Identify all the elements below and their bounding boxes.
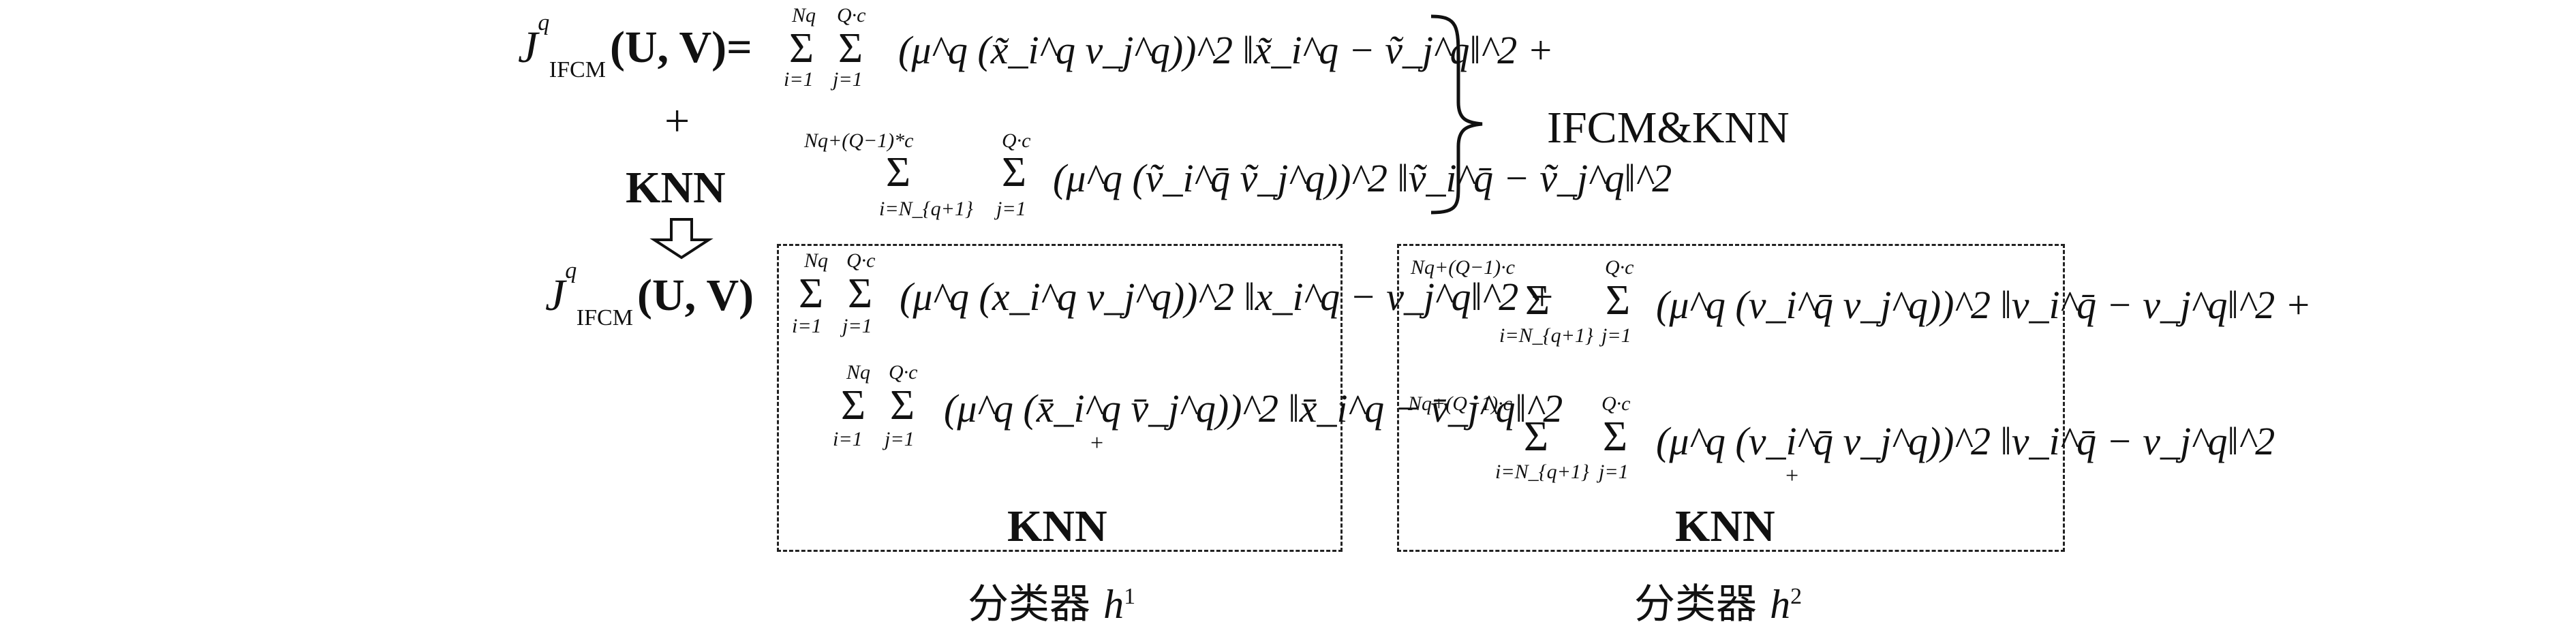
h2-sum1-lower: i=N_{q+1} [1499,324,1593,347]
h1-term1: (μ^q (x_i^q v_j^q))^2 ‖x_i^q − v_j^q‖^2 … [900,275,1555,319]
h1-sum1-lower: i=1 [792,315,822,337]
h1-sum4-sigma: Σ [890,382,915,429]
curly-brace-icon [1430,14,1483,215]
top-sum4-lower: j=1 [996,198,1026,220]
h2-sum3-sigma: Σ [1524,414,1549,460]
h2-term1: (μ^q (v_i^q̄ v_j^q))^2 ‖v_i^q̄ − v_j^q‖^… [1656,283,2312,327]
left-knn-label: KNN [626,163,726,213]
h2-sum1-upper: Nq+(Q−1)·c [1411,256,1515,279]
h2-sum3-lower: i=N_{q+1} [1495,461,1589,483]
top-j-symbol: J q IFCM [518,10,606,82]
h1-sum2-upper: Q·c [846,249,876,272]
h2-sum3-upper: Nq+(Q−1)·c [1408,392,1512,415]
top-term2: (μ^q (ṽ_i^q̄ ṽ_j^q))^2 ‖ṽ_i^q̄ − ṽ_j^q‖^… [1053,156,1672,200]
h2-sum4-lower: j=1 [1599,461,1629,483]
h1-sum1-sigma: Σ [799,270,824,317]
top-sum4-upper: Q·c [1002,129,1031,152]
classifier-h1-caption: 分类器 h1 [968,580,1136,628]
top-sum3-lower: i=N_{q+1} [879,198,973,220]
j-sup: q [538,10,550,35]
h1-term2: (μ^q (x̄_i^q v̄_j^q))^2 ‖x̄_i^q − v̄_j^q… [944,386,1563,431]
h1-sum3-sigma: Σ [841,382,866,429]
h1-sum4-upper: Q·c [889,361,918,384]
top-sum2-sigma: Σ [838,25,863,72]
top-sum2-upper: Q·c [837,4,866,27]
top-args: (U, V)= [610,22,752,72]
top-sum2-lower: j=1 [833,68,863,91]
h1-sum2-sigma: Σ [848,270,873,317]
row2-j-symbol: J q IFCM [545,258,633,330]
h1-sum3-upper: Nq [846,361,871,384]
top-sum3-upper: Nq+(Q−1)*c [804,129,914,152]
top-sum3-sigma: Σ [886,149,911,196]
row2-args: (U, V) [637,270,754,320]
h2-sum2-upper: Q·c [1605,256,1634,279]
h1-sum2-lower: j=1 [842,315,872,337]
j-letter: J [518,22,538,72]
h1-knn-label: KNN [1007,501,1107,551]
h2-sum4-upper: Q·c [1601,392,1631,415]
h2-term2: (μ^q (v_i^q̄ v_j^q))^2 ‖v_i^q̄ − v_j^q‖^… [1656,419,2275,463]
j-sub: IFCM [549,57,606,82]
h1-sum4-lower: j=1 [885,428,915,450]
ifcm-knn-label: IFCM&KNN [1547,103,1790,153]
h2-sum2-sigma: Σ [1606,277,1631,324]
down-arrow-icon [649,218,714,260]
h2-sub-plus: + [1785,463,1799,488]
classifier-h2-caption: 分类器 h2 [1634,580,1803,628]
classifier-h2-box [1397,244,2065,552]
classifier-h1-box [777,244,1343,552]
h1-sum1-upper: Nq [804,249,829,272]
top-sum1-upper: Nq [792,4,816,27]
h2-sum2-lower: j=1 [1601,324,1631,347]
top-sum4-sigma: Σ [1002,149,1027,196]
top-term1: (μ^q (x̃_i^q v_j^q))^2 ‖x̃_i^q − ṽ_j^q‖^… [898,28,1554,72]
h1-sum3-lower: i=1 [833,428,863,450]
top-plus: + [664,96,690,146]
h2-sum1-sigma: Σ [1525,277,1550,324]
top-sum1-lower: i=1 [784,68,814,91]
h1-sub-plus: + [1090,431,1104,456]
top-sum1-sigma: Σ [789,25,814,72]
h2-knn-label: KNN [1675,501,1775,551]
h2-sum4-sigma: Σ [1603,414,1628,460]
